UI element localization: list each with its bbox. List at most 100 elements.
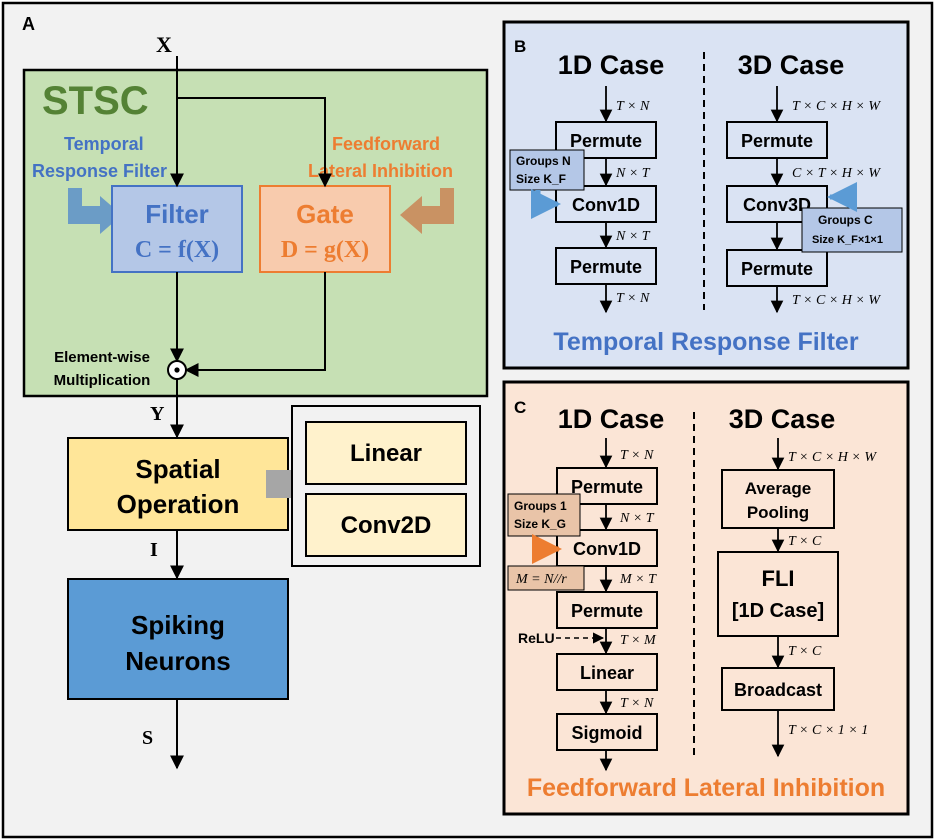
b1-permute-2-label: Permute bbox=[570, 257, 642, 277]
c1-conv1d-label: Conv1D bbox=[573, 539, 641, 559]
c3-broadcast-box bbox=[721, 667, 835, 711]
b1-kernel-arrow-icon bbox=[531, 189, 561, 219]
b1-shape-1: T × N bbox=[616, 99, 650, 114]
c1-permute-1-label: Permute bbox=[571, 477, 643, 497]
trf-label-line1: Temporal bbox=[64, 134, 144, 154]
b1-shape-3: N × T bbox=[615, 229, 651, 244]
filter-title: Filter bbox=[145, 199, 209, 229]
c3-shape-4: T × C × 1 × 1 bbox=[788, 723, 868, 738]
panel-b-letter: B bbox=[514, 37, 526, 56]
trf-bent-arrow-icon bbox=[68, 188, 122, 234]
x-to-gate-arrow bbox=[177, 97, 332, 188]
spatial-line1: Spatial bbox=[135, 454, 220, 484]
c1-sigmoid-box bbox=[556, 713, 658, 751]
panel-a: A X STSC Temporal Response Filter Feedfo… bbox=[22, 14, 489, 770]
b1-permute-2-box bbox=[555, 247, 657, 285]
linear-option-label: Linear bbox=[350, 440, 422, 467]
panel-c-title-1d: 1D Case bbox=[558, 404, 665, 434]
b3-size-label: Size K_F×1×1 bbox=[812, 234, 883, 246]
output-s-label: S bbox=[142, 727, 153, 749]
filter-box bbox=[111, 185, 243, 273]
b1-shape-4: T × N bbox=[616, 291, 650, 306]
mult-label-line1: Element-wise bbox=[54, 349, 150, 366]
panel-b: B 1D Case 3D Case T × N Permute N × T Co… bbox=[502, 20, 910, 370]
c1-sigmoid-label: Sigmoid bbox=[572, 723, 643, 743]
b3-shape-2: C × T × H × W bbox=[792, 166, 881, 181]
b1-groups-label: Groups N bbox=[516, 154, 571, 168]
c3-avgpool-box bbox=[721, 469, 835, 529]
b1-shape-2: N × T bbox=[615, 166, 651, 181]
b3-permute-2-box bbox=[726, 249, 828, 287]
stsc-title: STSC bbox=[42, 79, 149, 123]
signal-i-label: I bbox=[150, 539, 158, 561]
multiply-dot bbox=[174, 367, 180, 373]
b3-shape-1: T × C × H × W bbox=[792, 99, 881, 114]
panel-b-title-1d: 1D Case bbox=[558, 50, 665, 80]
b3-permute-2-label: Permute bbox=[741, 259, 813, 279]
b3-shape-4: T × C × H × W bbox=[792, 293, 881, 308]
panel-c-footer: Feedforward Lateral Inhibition bbox=[527, 774, 885, 802]
mult-label-line2: Multiplication bbox=[54, 372, 151, 389]
b3-conv3d-label: Conv3D bbox=[743, 195, 811, 215]
spatial-line2: Operation bbox=[117, 489, 240, 519]
c1-linear-box bbox=[556, 653, 658, 691]
panel-c-title-3d: 3D Case bbox=[729, 404, 836, 434]
panel-a-letter: A bbox=[22, 14, 35, 34]
gate-title: Gate bbox=[296, 199, 354, 229]
c3-fli-line1: FLI bbox=[762, 566, 795, 591]
signal-y-label: Y bbox=[150, 403, 165, 425]
c3-fli-line2: [1D Case] bbox=[732, 600, 824, 622]
c3-avgpool-line1: Average bbox=[745, 479, 811, 498]
c1-permute-2-box bbox=[556, 591, 658, 629]
c1-groups-label: Groups 1 bbox=[514, 499, 567, 513]
fli-bent-arrow-icon bbox=[400, 188, 454, 234]
b3-kernel-arrow-icon bbox=[827, 182, 857, 212]
panel-c-letter: C bbox=[514, 398, 526, 417]
c1-shape-1: T × N bbox=[620, 448, 654, 463]
c3-fli-box bbox=[717, 551, 839, 637]
c1-shape-4: T × M bbox=[620, 633, 657, 648]
b3-permute-1-label: Permute bbox=[741, 131, 813, 151]
c1-linear-label: Linear bbox=[580, 663, 634, 683]
filter-equation: C = f(X) bbox=[135, 237, 219, 263]
b1-conv1d-label: Conv1D bbox=[572, 195, 640, 215]
b1-permute-1-label: Permute bbox=[570, 131, 642, 151]
b1-conv1d-box bbox=[555, 185, 657, 223]
stsc-block bbox=[22, 68, 489, 398]
relu-label: ReLU bbox=[518, 630, 555, 646]
b3-permute-1-box bbox=[726, 121, 828, 159]
b3-groups-label: Groups C bbox=[818, 213, 873, 227]
c3-avgpool-line2: Pooling bbox=[747, 503, 809, 522]
spiking-neurons-box bbox=[67, 578, 289, 700]
c1-ratio-label: M = N//r bbox=[515, 572, 567, 587]
linear-option-box bbox=[305, 421, 467, 485]
conv2d-option-label: Conv2D bbox=[341, 512, 432, 539]
c1-shape-3: M × T bbox=[619, 572, 657, 587]
c3-broadcast-label: Broadcast bbox=[734, 680, 822, 700]
b3-kernel-label-box bbox=[801, 207, 903, 253]
c1-size-label: Size K_G bbox=[514, 517, 566, 531]
c1-shape-5: T × N bbox=[620, 696, 654, 711]
b1-kernel-label-box bbox=[509, 149, 585, 191]
spatial-operation-box bbox=[67, 437, 289, 531]
c1-shape-2: N × T bbox=[619, 511, 655, 526]
trf-label-line2: Response Filter bbox=[32, 161, 167, 181]
spiking-line2: Neurons bbox=[125, 646, 230, 676]
b1-size-label: Size K_F bbox=[516, 172, 566, 186]
input-x-label: X bbox=[156, 32, 172, 57]
panel-b-footer: Temporal Response Filter bbox=[553, 328, 858, 356]
panel-c: C 1D Case 3D Case T × N Permute N × T Co… bbox=[502, 380, 910, 816]
c3-shape-3: T × C bbox=[788, 644, 822, 659]
spiking-line1: Spiking bbox=[131, 610, 225, 640]
gate-to-mult-arrow bbox=[184, 272, 326, 377]
panel-b-title-3d: 3D Case bbox=[738, 50, 845, 80]
conv2d-option-box bbox=[305, 493, 467, 557]
fli-label-line1: Feedforward bbox=[332, 134, 440, 154]
c3-shape-2: T × C bbox=[788, 534, 822, 549]
c3-shape-1: T × C × H × W bbox=[788, 450, 877, 465]
fli-label-line2: Lateral Inhibition bbox=[308, 161, 453, 181]
gate-equation: D = g(X) bbox=[281, 237, 369, 263]
c1-ratio-label-box bbox=[507, 565, 585, 591]
c1-kernel-arrow-icon bbox=[532, 534, 562, 564]
